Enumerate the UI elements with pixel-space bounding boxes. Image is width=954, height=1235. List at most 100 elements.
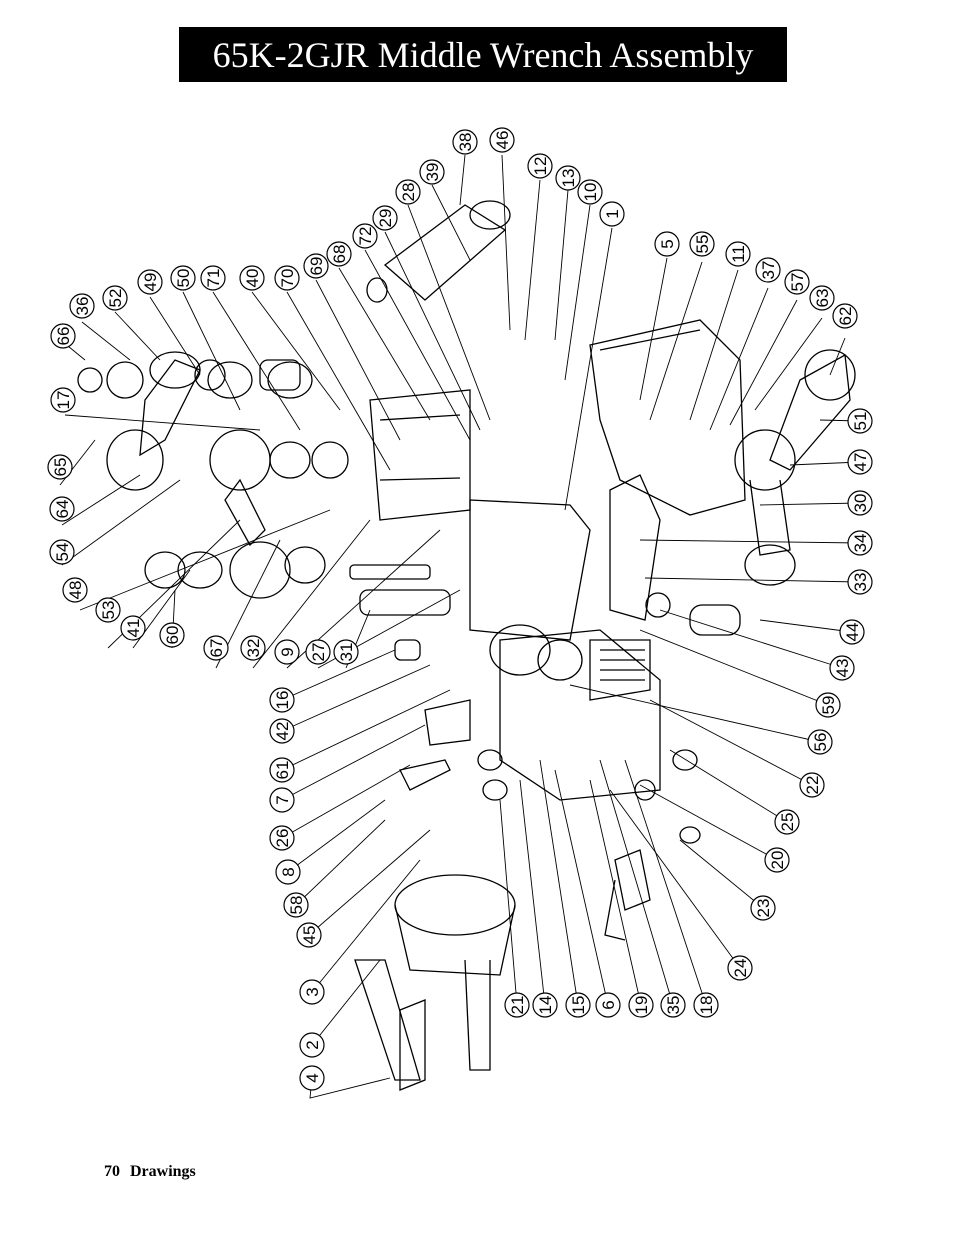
callout-54: 54 [49, 539, 75, 565]
svg-text:1: 1 [603, 209, 622, 218]
svg-text:68: 68 [330, 245, 349, 264]
left-clamp-arm-lower [224, 478, 266, 547]
svg-text:18: 18 [697, 996, 716, 1015]
callout-12: 12 [527, 153, 553, 179]
die-jaw [354, 959, 421, 1081]
lower-gearbox [499, 629, 661, 801]
callout-66: 66 [50, 323, 76, 349]
svg-text:57: 57 [788, 273, 807, 292]
callout-48: 48 [62, 577, 88, 603]
svg-text:55: 55 [693, 235, 712, 254]
svg-text:19: 19 [632, 996, 651, 1015]
callout-4: 4 [299, 1065, 325, 1091]
callout-24: 24 [727, 955, 753, 981]
callout-13: 13 [555, 165, 581, 191]
svg-text:2: 2 [303, 1040, 322, 1049]
svg-text:13: 13 [559, 169, 578, 188]
svg-text:41: 41 [124, 619, 143, 638]
leader-lines [59, 154, 861, 1099]
callout-16: 16 [269, 687, 295, 713]
svg-text:21: 21 [508, 996, 527, 1015]
callout-8: 8 [275, 859, 301, 885]
svg-text:66: 66 [54, 327, 73, 346]
svg-text:42: 42 [273, 722, 292, 741]
page-number: 70 [104, 1163, 120, 1180]
callout-51: 51 [847, 408, 873, 434]
callout-28: 28 [395, 179, 421, 205]
callout-37: 37 [755, 257, 781, 283]
svg-text:48: 48 [66, 581, 85, 600]
callout-33: 33 [847, 569, 873, 595]
svg-text:71: 71 [204, 269, 223, 288]
svg-text:58: 58 [287, 896, 306, 915]
callout-2: 2 [299, 1032, 325, 1058]
callout-43: 43 [829, 655, 855, 681]
callout-19: 19 [628, 992, 654, 1018]
callout-40: 40 [239, 265, 265, 291]
callout-68: 68 [326, 241, 352, 267]
section-name: Drawings [130, 1163, 196, 1180]
svg-text:65: 65 [51, 458, 70, 477]
svg-text:56: 56 [811, 733, 830, 752]
callout-60: 60 [159, 622, 185, 648]
callout-27: 27 [305, 639, 331, 665]
svg-text:60: 60 [163, 626, 182, 645]
callout-11: 11 [725, 241, 751, 267]
svg-text:4: 4 [303, 1073, 322, 1082]
svg-text:25: 25 [778, 813, 797, 832]
callout-70: 70 [274, 265, 300, 291]
callout-7: 7 [269, 787, 295, 813]
svg-text:30: 30 [851, 494, 870, 513]
callout-65: 65 [47, 454, 73, 480]
callout-25: 25 [774, 809, 800, 835]
svg-text:17: 17 [54, 391, 73, 410]
svg-text:34: 34 [851, 534, 870, 553]
svg-text:28: 28 [399, 183, 418, 202]
callout-9: 9 [274, 639, 300, 665]
svg-text:11: 11 [729, 245, 748, 263]
svg-text:35: 35 [664, 996, 683, 1015]
main-plate [469, 499, 591, 641]
svg-text:49: 49 [141, 273, 160, 292]
callout-17: 17 [50, 387, 76, 413]
callout-36: 36 [69, 293, 95, 319]
callout-47: 47 [847, 449, 873, 475]
die-holder [394, 874, 516, 936]
svg-text:38: 38 [456, 133, 475, 152]
svg-text:23: 23 [754, 899, 773, 918]
svg-text:20: 20 [768, 851, 787, 870]
callout-55: 55 [689, 231, 715, 257]
svg-text:24: 24 [731, 959, 750, 978]
right-clamp-arm [769, 353, 851, 471]
callout-58: 58 [283, 892, 309, 918]
callout-18: 18 [693, 992, 719, 1018]
callout-62: 62 [832, 303, 858, 329]
svg-text:27: 27 [309, 643, 328, 662]
svg-text:36: 36 [73, 297, 92, 316]
callout-20: 20 [764, 847, 790, 873]
callout-14: 14 [532, 992, 558, 1018]
callout-38: 38 [452, 129, 478, 155]
svg-text:6: 6 [599, 1000, 618, 1009]
callout-22: 22 [799, 772, 825, 798]
svg-text:22: 22 [803, 776, 822, 795]
callout-67: 67 [203, 635, 229, 661]
svg-text:10: 10 [581, 183, 600, 202]
callout-21: 21 [504, 992, 530, 1018]
callout-29: 29 [372, 205, 398, 231]
cam-block [424, 699, 471, 746]
svg-text:44: 44 [843, 623, 862, 642]
callout-61: 61 [269, 757, 295, 783]
callout-15: 15 [565, 992, 591, 1018]
svg-text:70: 70 [278, 269, 297, 288]
svg-text:31: 31 [337, 643, 356, 662]
callout-42: 42 [269, 718, 295, 744]
svg-text:26: 26 [273, 829, 292, 848]
svg-text:53: 53 [99, 601, 118, 620]
svg-text:3: 3 [303, 987, 322, 996]
rear-housing [589, 319, 746, 516]
callout-71: 71 [200, 265, 226, 291]
callout-30: 30 [847, 490, 873, 516]
svg-text:52: 52 [106, 289, 125, 308]
